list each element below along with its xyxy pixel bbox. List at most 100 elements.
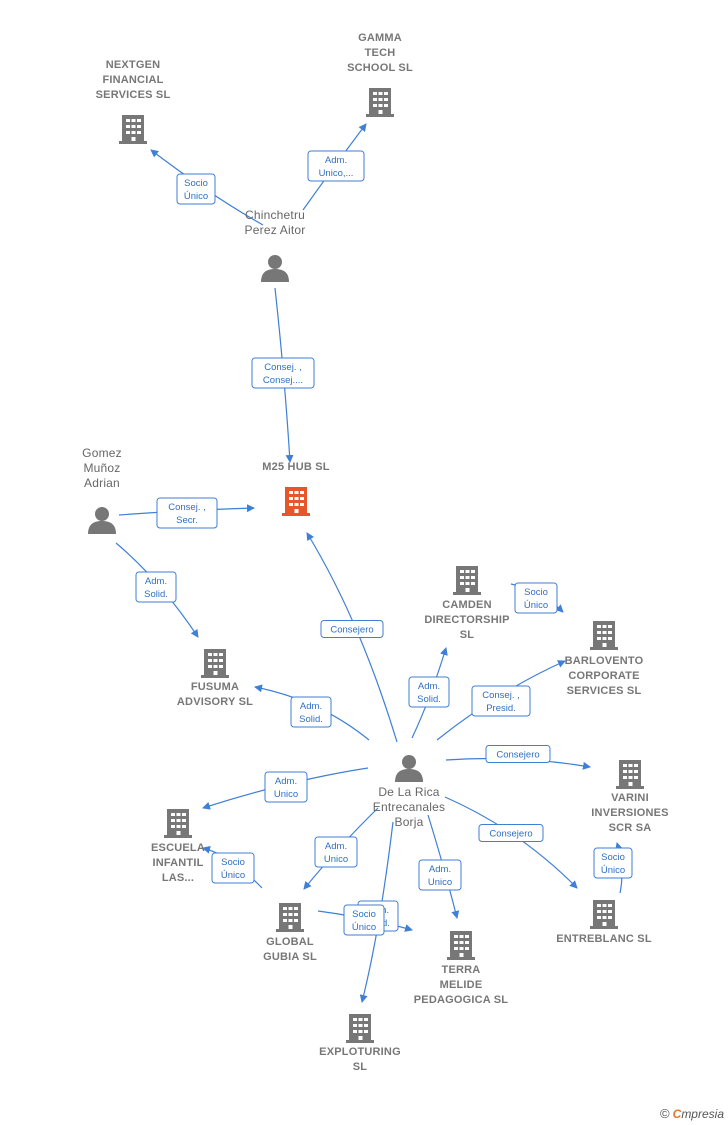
copyright-symbol: © <box>660 1106 670 1121</box>
edge-label-text: Consej. , <box>482 690 520 701</box>
footer-brand: ©Cmpresia <box>660 1106 724 1121</box>
node-label: Borja <box>394 815 423 829</box>
edge-label-text: Unico <box>428 877 452 888</box>
edge-label-delarica-to-varini[interactable]: Consejero <box>485 745 551 763</box>
node-label: VARINI <box>611 792 649 804</box>
edge-label-box <box>418 859 462 891</box>
edge-label-box <box>211 852 255 884</box>
edge-label-box <box>408 676 450 708</box>
edge-label-text: Presid. <box>486 703 516 714</box>
brand-logo-text: mpresia <box>681 1107 724 1121</box>
node-gamma[interactable]: GAMMA TECH SCHOOL SL <box>347 32 413 117</box>
node-label: FUSUMA <box>191 681 239 693</box>
node-label: SCHOOL SL <box>347 62 413 74</box>
node-label: CAMDEN <box>442 599 491 611</box>
edge-label-box <box>251 357 315 389</box>
node-label: LAS... <box>162 872 194 884</box>
edge-label-text: Solid. <box>417 694 441 705</box>
edge-label-box <box>593 847 633 879</box>
edge-label-delarica-to-entreblanc[interactable]: Consejero <box>478 824 544 842</box>
edge-label-gomez-to-m25[interactable]: Consej. ,Secr. <box>156 497 218 529</box>
edge-label-delarica-to-escuela[interactable]: Adm.Unico <box>264 771 308 803</box>
node-entreblanc[interactable]: ENTREBLANC SL <box>556 900 652 945</box>
edge-label-text: Único <box>221 870 245 881</box>
node-m25[interactable]: M25 HUB SL <box>262 461 330 516</box>
brand-logo-letter: C <box>672 1107 682 1121</box>
node-label: ADVISORY SL <box>177 696 253 708</box>
node-label: Entrecanales <box>373 800 445 814</box>
edge-label-text: Consejero <box>489 829 532 840</box>
edge-label-chinchetru-to-gamma[interactable]: Adm.Unico,... <box>307 150 365 182</box>
node-label: ENTREBLANC SL <box>556 933 652 945</box>
edge-label-text: Consejero <box>330 625 373 636</box>
building-icon <box>616 760 644 789</box>
node-label: EXPLOTURING <box>319 1046 401 1058</box>
edge-label-delarica-to-fusuma[interactable]: Adm.Solid. <box>290 696 332 728</box>
node-label: SL <box>353 1061 368 1073</box>
node-label: INVERSIONES <box>591 807 668 819</box>
edge-label-text: Socio <box>184 178 208 189</box>
node-label: SERVICES SL <box>567 685 642 697</box>
edge-label-text: Único <box>601 865 625 876</box>
person-icon <box>261 255 289 282</box>
node-escuela[interactable]: ESCUELAINFANTILLAS... <box>151 809 205 884</box>
edge-label-text: Unico,... <box>319 168 354 179</box>
edge-label-gomez-to-fusuma[interactable]: Adm. Solid. <box>135 571 177 603</box>
node-label: BARLOVENTO <box>565 655 644 667</box>
node-exploturing[interactable]: EXPLOTURING SL <box>319 1014 401 1073</box>
node-label: SL <box>460 629 475 641</box>
edge-label-box <box>314 836 358 868</box>
edge-label-text: Consej.... <box>263 375 303 386</box>
edge-label-delarica-to-m25[interactable]: Consejero <box>320 620 384 638</box>
edge-label-box <box>176 173 216 205</box>
edge-label-box <box>135 571 177 603</box>
edge-label-text: Solid. <box>144 589 168 600</box>
node-label: Muñoz <box>83 461 120 475</box>
edge-delarica-to-entreblanc <box>444 796 578 889</box>
edge-label-delarica-to-global[interactable]: Adm.Unico <box>314 836 358 868</box>
node-label: GLOBAL <box>266 936 314 948</box>
edge-label-delarica-to-camden[interactable]: Adm.Solid. <box>408 676 450 708</box>
edge-label-text: Adm. <box>145 576 167 587</box>
building-icon <box>453 566 481 595</box>
node-fusuma[interactable]: FUSUMA ADVISORY SL <box>177 649 253 708</box>
edge-label-text: Adm. <box>325 841 347 852</box>
edge-label-text: Socio <box>221 857 245 868</box>
edge-label-text: Adm. <box>275 776 297 787</box>
person-icon <box>88 507 116 534</box>
building-icon <box>282 487 310 516</box>
node-label: Perez Aitor <box>245 223 306 237</box>
edge-label-box <box>514 582 558 614</box>
edge-label-box <box>307 150 365 182</box>
edge-label-box <box>485 745 551 763</box>
node-label: FINANCIAL <box>102 74 163 86</box>
node-label: INFANTIL <box>152 857 203 869</box>
edge-label-text: Adm. <box>300 701 322 712</box>
building-icon <box>366 88 394 117</box>
edge-label-box <box>471 685 531 717</box>
edge-label-box <box>343 904 385 936</box>
node-label: GAMMA <box>358 32 402 44</box>
node-label: De La Rica <box>378 785 439 799</box>
node-label: TECH <box>365 47 396 59</box>
edge-label-delarica-to-terra[interactable]: Adm.Unico <box>418 859 462 891</box>
edge-label-chinchetru-to-m25[interactable]: Consej. ,Consej.... <box>251 357 315 389</box>
edge-label-delarica-to-barlovento[interactable]: Consej. , Presid. <box>471 685 531 717</box>
edge-label-box <box>156 497 218 529</box>
